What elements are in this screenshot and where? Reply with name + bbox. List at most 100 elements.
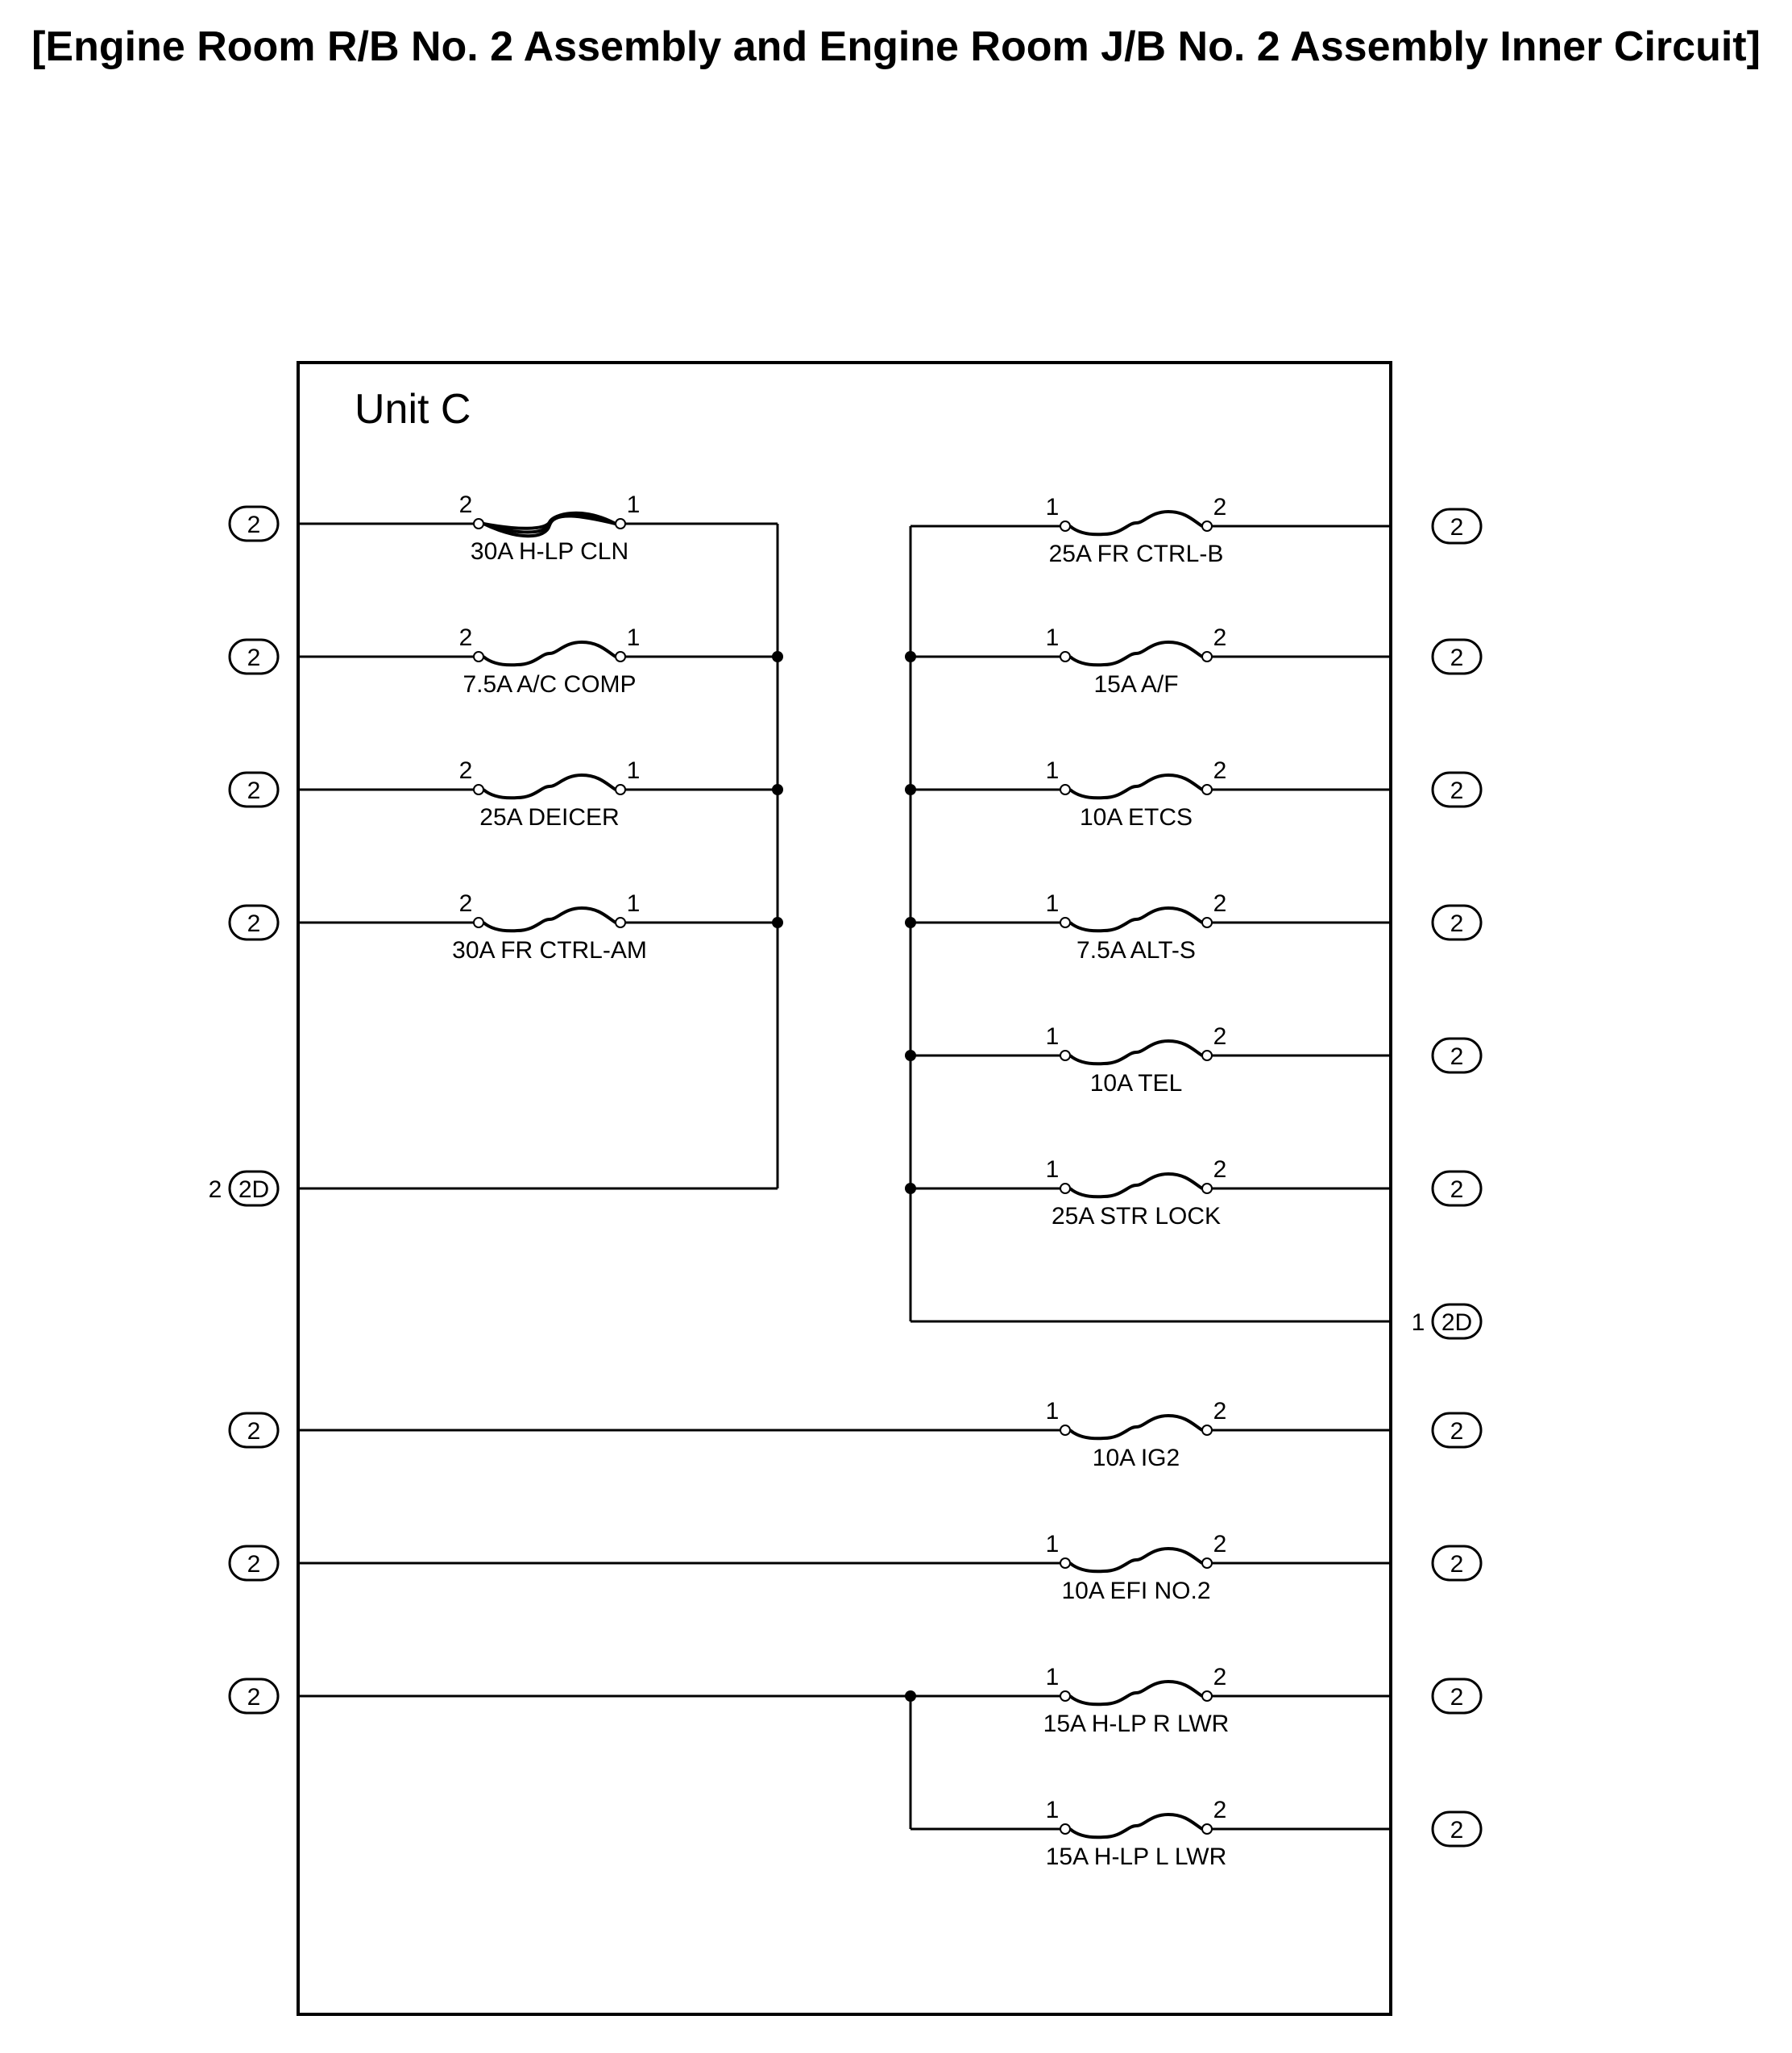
fuse-element — [1068, 1812, 1204, 1839]
pin-number: 2 — [459, 624, 473, 651]
pin-number: 1 — [627, 757, 641, 784]
fuse-element — [1068, 773, 1204, 800]
fuse-terminal — [473, 651, 484, 662]
connector-oval — [1431, 771, 1483, 808]
pin-number: 1 — [1046, 1797, 1060, 1823]
connector-2: 2 — [1431, 771, 1483, 808]
connector-oval — [1431, 1810, 1483, 1848]
connector-2: 2 — [228, 904, 280, 941]
connector-2D: 2D2 — [209, 1170, 280, 1207]
pin-number: 2 — [1213, 890, 1227, 917]
junction-dot — [772, 784, 783, 795]
pin-number: 1 — [1046, 1398, 1060, 1425]
fuse-element — [482, 640, 617, 667]
connector-label: 2 — [247, 1551, 261, 1578]
fusible-link-strand — [483, 514, 616, 538]
pin-number: 2 — [1213, 1156, 1227, 1183]
fuse-terminal — [615, 917, 626, 928]
pin-number: 2 — [1213, 1797, 1227, 1823]
connector-2: 2 — [1431, 508, 1483, 545]
pin-number: 1 — [1046, 1156, 1060, 1183]
junction-dot — [772, 651, 783, 662]
fuse-terminal — [473, 784, 484, 795]
fuse-terminal — [1060, 1183, 1071, 1194]
fuse-terminal — [1201, 1425, 1213, 1436]
connector-2: 2 — [228, 505, 280, 542]
fuse-label: 15A H-LP R LWR — [1043, 1711, 1230, 1737]
unit-label: Unit C — [355, 386, 471, 433]
connector-2: 2 — [1431, 1810, 1483, 1848]
connector-oval — [228, 1412, 280, 1449]
connector-label: 2 — [1450, 1176, 1464, 1203]
connector-oval — [1431, 1412, 1483, 1449]
junction-dot — [905, 651, 916, 662]
pin-number: 1 — [1046, 624, 1060, 651]
fuse-element — [1068, 1039, 1204, 1066]
connector-label: 2 — [1450, 1684, 1464, 1711]
fuse-label: 10A ETCS — [1080, 804, 1193, 831]
fuse-terminal — [615, 651, 626, 662]
fuse-element — [1068, 1679, 1204, 1707]
fuse-terminal — [1201, 1823, 1213, 1835]
connector-label: 2 — [1450, 1043, 1464, 1070]
fuse-terminal — [1060, 651, 1071, 662]
connector-label: 2 — [1450, 1418, 1464, 1445]
connector-2: 2 — [1431, 1678, 1483, 1715]
connector-oval — [1431, 904, 1483, 941]
fuse-label: 10A EFI NO.2 — [1061, 1578, 1210, 1604]
junction-dot — [905, 917, 916, 928]
connector-oval — [228, 904, 280, 941]
fuse-terminal — [1060, 784, 1071, 795]
page-title: [Engine Room R/B No. 2 Assembly and Engi… — [31, 23, 1761, 70]
connector-label: 2 — [1450, 910, 1464, 937]
connector-label: 2 — [1450, 514, 1464, 541]
fuse-label: 25A DEICER — [479, 804, 619, 831]
connector-oval — [228, 1678, 280, 1715]
connector-2: 2 — [228, 1412, 280, 1449]
connector-oval — [228, 505, 280, 542]
fuse-terminal — [1201, 917, 1213, 928]
fuse-terminal — [1060, 1823, 1071, 1835]
fuse-terminal — [615, 784, 626, 795]
fuse-element — [1068, 1546, 1204, 1574]
fuse-terminal — [1060, 917, 1071, 928]
connector-pin: 1 — [1412, 1309, 1425, 1336]
fuse-label: 7.5A ALT-S — [1076, 937, 1196, 964]
connector-oval — [228, 771, 280, 808]
pin-number: 2 — [1213, 1023, 1227, 1050]
connector-label: 2 — [247, 1418, 261, 1445]
junction-dot — [905, 784, 916, 795]
connector-2: 2 — [228, 1678, 280, 1715]
connector-2: 2 — [1431, 1170, 1483, 1207]
connector-pin: 2 — [209, 1176, 222, 1203]
connector-2: 2 — [228, 638, 280, 675]
pin-number: 2 — [1213, 624, 1227, 651]
pin-number: 2 — [1213, 1398, 1227, 1425]
pin-number: 1 — [627, 491, 641, 518]
fuse-terminal — [1060, 1690, 1071, 1702]
pin-number: 2 — [459, 890, 473, 917]
connector-2D: 2D 1 — [1412, 1303, 1483, 1340]
connector-oval — [228, 1170, 280, 1207]
fuse-terminal — [473, 518, 484, 529]
fuse-label: 30A H-LP CLN — [471, 538, 628, 565]
fuse-element — [1068, 509, 1204, 537]
connector-2: 2 — [1431, 1412, 1483, 1449]
connector-label: 2 — [1450, 778, 1464, 804]
fuse-label: 15A A/F — [1093, 671, 1178, 698]
fuse-terminal — [1060, 521, 1071, 532]
pin-number: 2 — [459, 491, 473, 518]
fuse-element — [482, 906, 617, 933]
connector-label: 2 — [247, 512, 261, 538]
connector-label: 2D — [1441, 1309, 1472, 1336]
fuse-element — [1068, 1172, 1204, 1199]
connector-2: 2 — [1431, 1545, 1483, 1582]
connector-oval — [228, 1545, 280, 1582]
